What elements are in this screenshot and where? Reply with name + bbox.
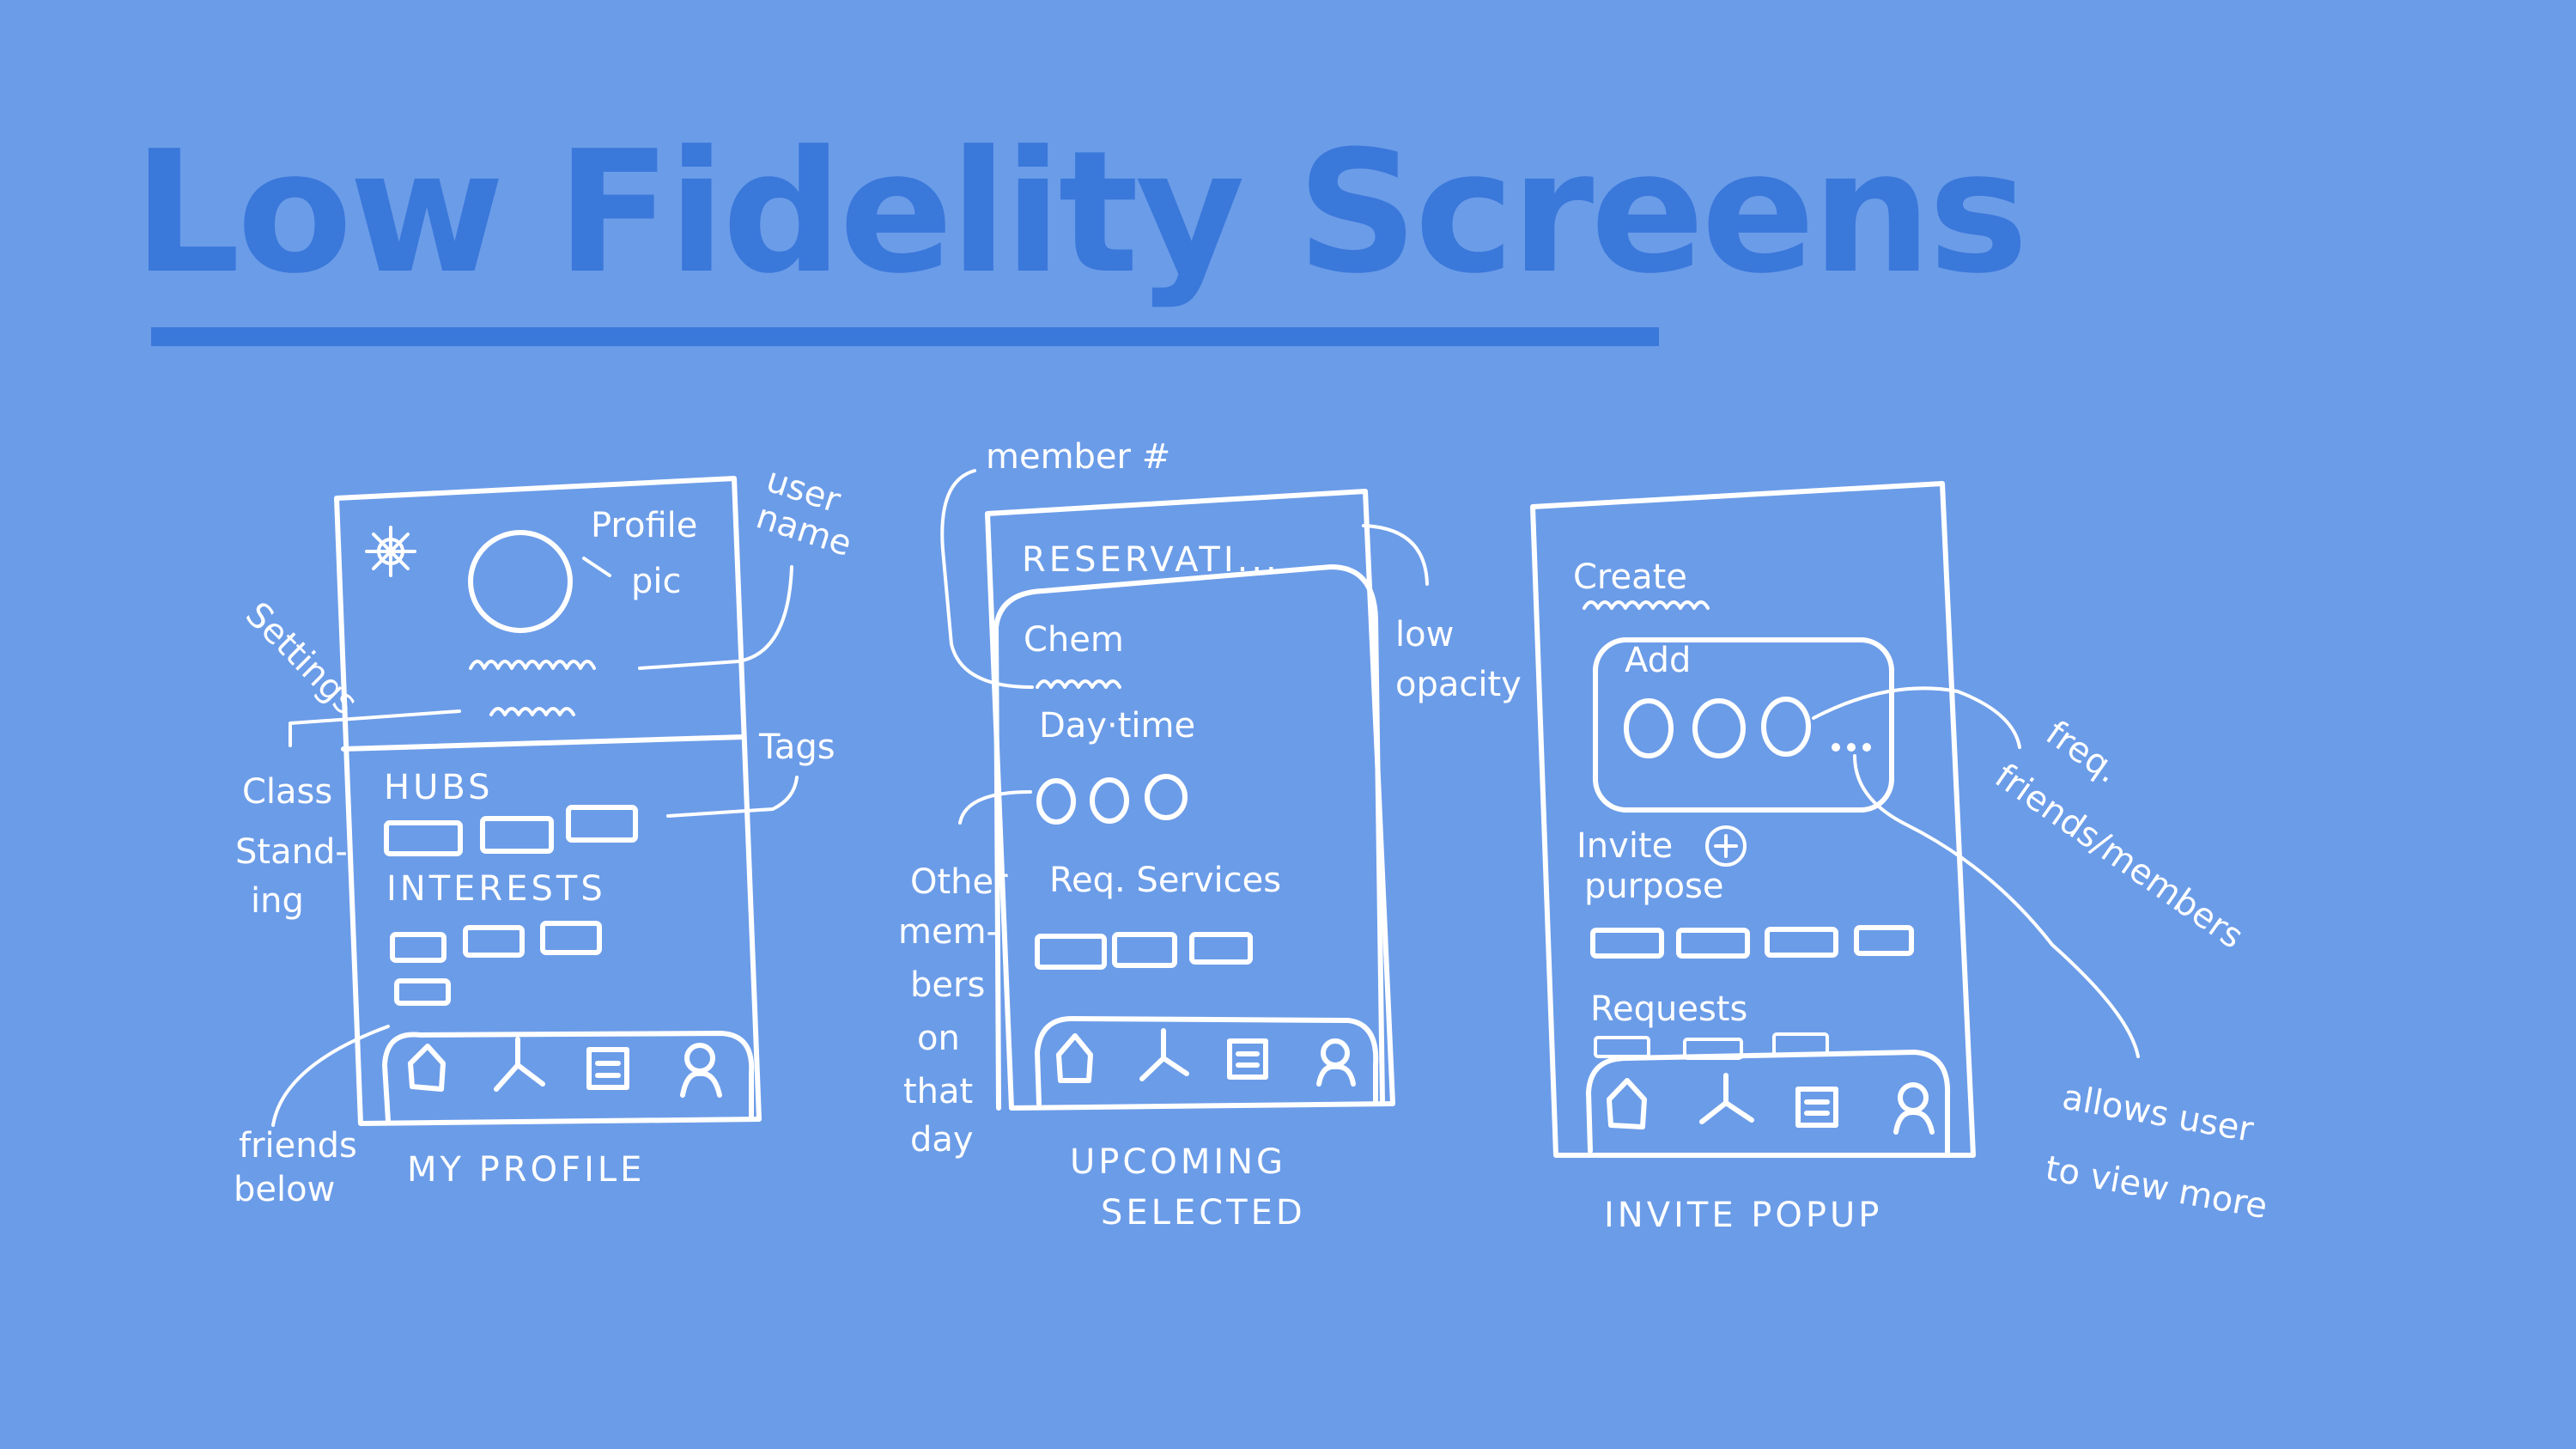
interest-tag — [390, 932, 447, 963]
friend-avatar — [1624, 698, 1674, 758]
friend-avatar — [1692, 698, 1746, 758]
member-number-annotation: member # — [986, 437, 1170, 477]
screen-my-profile: Profile pic HUBS INTERESTS Settings user… — [234, 460, 868, 1209]
bottom-nav-bar — [382, 1031, 755, 1123]
service-tag — [1035, 934, 1107, 970]
friend-avatar — [1761, 697, 1811, 757]
screen-caption: INVITE POPUP — [1604, 1196, 1882, 1235]
service-tag — [1189, 932, 1253, 965]
member-avatar — [1145, 774, 1188, 820]
interest-tag — [540, 921, 602, 955]
pic-pointer — [582, 557, 611, 577]
add-icon[interactable] — [1705, 825, 1747, 867]
screen-caption: MY PROFILE — [407, 1150, 645, 1190]
user-icon — [680, 1043, 722, 1098]
create-header: Create — [1573, 557, 1687, 597]
tags-annotation: Tags — [758, 728, 835, 767]
requests-label: Requests — [1590, 989, 1747, 1029]
settings-annotation: Settings — [238, 595, 366, 723]
day-time-label: Day·time — [1039, 706, 1195, 746]
user-icon — [1893, 1082, 1935, 1135]
bottom-nav-bar — [1035, 1015, 1379, 1106]
hub-tag — [480, 816, 554, 854]
other-members-leader — [958, 790, 1032, 825]
bottom-nav-bar — [1586, 1050, 1951, 1155]
opacity-leader — [1362, 524, 1429, 586]
purpose-tag — [1676, 928, 1750, 959]
page-title: Low Fidelity Screens — [133, 115, 2028, 311]
screen-invite-popup: Create Add Invite purpose Requests — [1530, 481, 2287, 1235]
tags-leader — [666, 776, 799, 818]
document-icon — [586, 1047, 629, 1090]
class-squiggle — [489, 707, 575, 716]
reservation-card — [993, 564, 1385, 1111]
phone-frame — [334, 476, 762, 1126]
username-annotation: username — [750, 460, 868, 564]
add-friends-card — [1593, 637, 1894, 813]
profile-pic-label: Profile pic — [591, 506, 708, 601]
profile-pic-placeholder — [468, 530, 573, 633]
phone-frame — [1530, 481, 1976, 1158]
purpose-tag — [1765, 927, 1838, 958]
card-title: Chem — [1024, 620, 1124, 660]
hub-tag — [566, 805, 638, 843]
document-icon — [1227, 1038, 1268, 1080]
purpose-tag — [1854, 925, 1914, 956]
screen-caption-line2: SELECTED — [1101, 1193, 1306, 1233]
screen-caption-line1: UPCOMING — [1070, 1142, 1286, 1182]
interest-tag — [463, 925, 525, 958]
home-icon — [408, 1044, 446, 1092]
purpose-label: purpose — [1584, 867, 1724, 906]
home-icon — [1056, 1033, 1093, 1083]
friends-leader — [271, 1025, 390, 1127]
invite-label: Invite — [1577, 826, 1673, 866]
document-icon — [1795, 1087, 1838, 1128]
more-icon[interactable] — [1832, 743, 1871, 752]
network-icon — [1699, 1073, 1754, 1124]
add-label: Add — [1625, 641, 1691, 680]
freq-friends-annotation: freq.friends/members — [1988, 703, 2287, 957]
home-icon — [1607, 1078, 1647, 1129]
req-services-label: Req. Services — [1049, 861, 1281, 900]
service-tag — [1112, 932, 1177, 968]
username-leader — [638, 565, 793, 670]
username-squiggle — [469, 660, 596, 670]
network-icon — [1139, 1028, 1189, 1081]
member-avatar — [1090, 777, 1129, 824]
gear-icon — [365, 526, 416, 577]
view-more-annotation: allows userto view more — [2043, 1077, 2283, 1227]
phone-frame — [985, 489, 1395, 1111]
member-leader — [940, 469, 1034, 689]
member-squiggle — [1036, 679, 1121, 689]
request-tag — [1594, 1036, 1650, 1058]
member-avatar — [1036, 778, 1076, 825]
view-more-leader — [1853, 754, 2140, 1058]
user-icon — [1316, 1038, 1356, 1087]
settings-leader — [289, 709, 461, 747]
freq-friends-leader — [1812, 686, 2021, 749]
network-icon — [494, 1037, 545, 1092]
screen-upcoming-selected: RESERVATI... Chem Day·time Req. Services… — [898, 437, 1522, 1233]
create-squiggle — [1583, 600, 1710, 610]
purpose-tag — [1590, 928, 1664, 959]
hub-tag — [384, 820, 463, 856]
interests-label: INTERESTS — [386, 869, 606, 909]
hubs-label: HUBS — [384, 768, 493, 807]
title-underline — [151, 327, 1659, 346]
interest-tag — [394, 978, 451, 1006]
header-divider — [341, 734, 746, 752]
